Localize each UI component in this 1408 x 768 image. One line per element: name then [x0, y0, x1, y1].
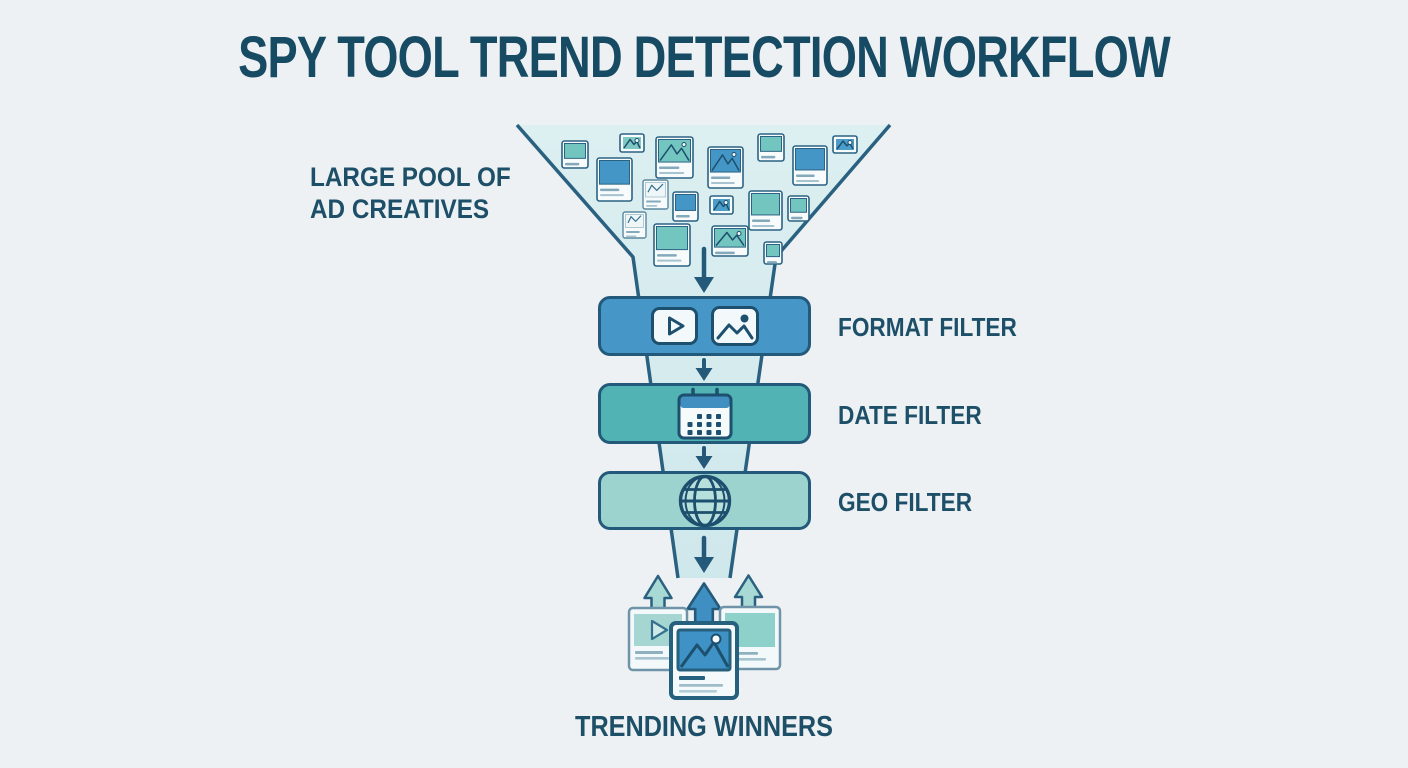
ad-creative-thumbnail: [792, 145, 828, 186]
trending-winners-label: TRENDING WINNERS: [575, 711, 833, 743]
ad-creative-thumbnail: [757, 133, 785, 162]
ad-creative-thumbnail: [655, 136, 694, 179]
date-filter-label: DATE FILTER: [838, 400, 982, 430]
flow-arrow-down-4: [694, 535, 714, 573]
image-icon: [710, 306, 759, 346]
ad-creative-thumbnail: [561, 140, 589, 169]
flow-arrow-down-2: [695, 358, 713, 381]
format-filter-bar: [598, 296, 811, 356]
ad-creative-thumbnail: [596, 157, 633, 202]
flow-arrow-down-3: [695, 446, 713, 469]
ad-creative-thumbnail: [832, 135, 858, 154]
globe-icon: [678, 474, 731, 527]
ad-creative-thumbnail: [763, 241, 783, 265]
pool-label: LARGE POOL OF AD CREATIVES: [310, 161, 511, 225]
calendar-icon: [677, 387, 732, 439]
page-title: SPY TOOL TREND DETECTION WORKFLOW: [238, 25, 1171, 90]
ad-creative-thumbnail: [709, 195, 734, 215]
ad-creative-thumbnail: [619, 133, 645, 153]
pool-label-line2: AD CREATIVES: [310, 194, 490, 224]
flow-arrow-down-1: [694, 246, 714, 293]
play-icon: [650, 619, 669, 641]
ad-creative-thumbnail: [622, 211, 647, 239]
ad-creative-thumbnail: [642, 179, 669, 210]
trending-winners-graphic: [627, 574, 782, 700]
geo-filter-bar: [598, 471, 811, 530]
mountain-icon: [679, 640, 730, 668]
ad-creative-thumbnail: [748, 190, 783, 231]
geo-filter-label: GEO FILTER: [838, 487, 973, 517]
ad-creative-thumbnail: [672, 191, 699, 222]
flow-arrows: [694, 246, 714, 573]
ad-creative-thumbnail: [707, 146, 744, 189]
pool-label-line1: LARGE POOL OF: [310, 162, 511, 192]
ad-creative-pool: [561, 133, 858, 267]
ad-creative-thumbnail: [653, 223, 691, 267]
date-filter-bar: [598, 383, 811, 444]
ad-creative-thumbnail: [787, 195, 810, 222]
sun-icon: [710, 633, 722, 645]
ad-creative-thumbnail: [711, 225, 749, 257]
video-play-icon: [650, 307, 698, 345]
format-filter-label: FORMAT FILTER: [838, 312, 1017, 342]
winner-card-top: [669, 621, 739, 700]
